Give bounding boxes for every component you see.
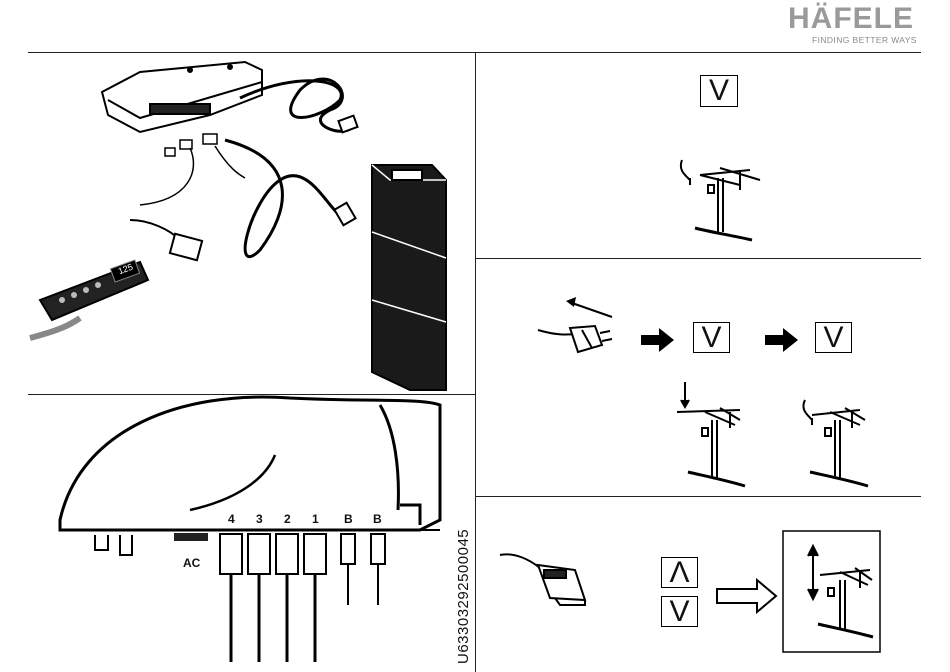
down-button-step3: V <box>661 596 698 627</box>
arrow-right-icon <box>717 580 776 612</box>
up-button-step3: Λ <box>661 557 698 588</box>
handset-plug-icon <box>500 554 585 605</box>
